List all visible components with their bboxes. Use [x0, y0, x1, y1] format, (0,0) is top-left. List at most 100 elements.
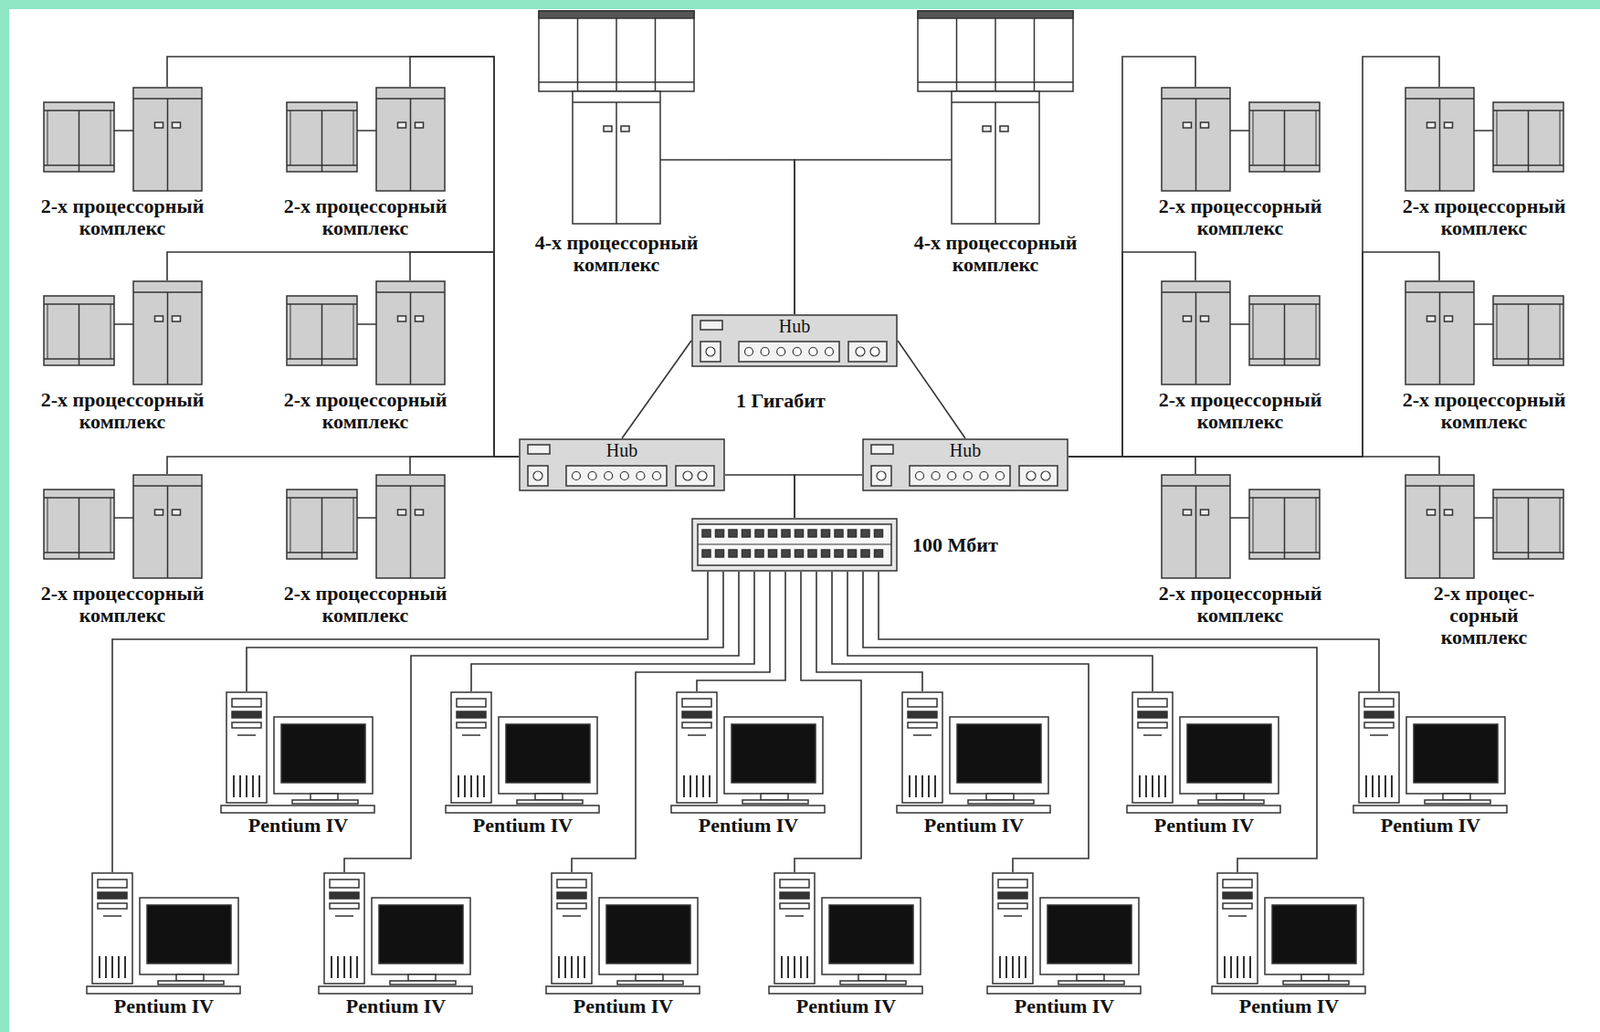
node-label: Pentium IV	[1351, 814, 1510, 837]
network-link	[794, 474, 863, 518]
server-icon	[1404, 280, 1565, 386]
server-complex: 2-х процессорный комплекс	[8, 86, 237, 240]
node-label: 2-х процессорный комплекс	[24, 582, 222, 627]
network-link	[1068, 456, 1440, 474]
network-link	[621, 340, 692, 439]
network-link	[112, 571, 708, 873]
pc-icon	[443, 691, 602, 815]
network-link	[897, 340, 966, 439]
node-label: 2-х процессорный комплекс	[1142, 389, 1339, 433]
workstation: Pentium IV	[985, 872, 1144, 1018]
server-icon	[1160, 473, 1321, 579]
network-link	[410, 456, 519, 474]
server-icon	[285, 473, 446, 579]
server-icon	[1160, 280, 1321, 386]
node-label: 2-х процессорный комплекс	[267, 389, 464, 433]
workstation: Pentium IV	[669, 691, 828, 837]
server-icon	[42, 473, 203, 579]
pc-icon	[894, 691, 1053, 815]
node-label: Pentium IV	[1125, 814, 1284, 837]
workstation: Pentium IV	[1210, 872, 1369, 1018]
workstation: Pentium IV	[219, 691, 378, 837]
server-complex: 2-х процессорный комплекс	[251, 473, 480, 627]
node-label: Hub	[518, 438, 726, 460]
server-complex: 2-х процессорный комплекс	[1126, 473, 1355, 627]
server-complex: 2-х процессорный комплекс	[251, 86, 480, 240]
server-complex: 2-х процессорный комплекс	[1369, 86, 1599, 240]
node-label: Pentium IV	[316, 995, 475, 1018]
workstation: Pentium IV	[1125, 691, 1284, 837]
workstation: Pentium IV	[767, 872, 926, 1018]
network-link	[246, 571, 724, 692]
pc-icon	[985, 872, 1144, 996]
node-label: 2-х процессорный комплекс	[1142, 582, 1339, 627]
network-link	[1068, 456, 1196, 474]
node-label: 100 Мбит	[912, 517, 999, 572]
node-label: Hub	[862, 438, 1069, 460]
pc-icon	[219, 691, 378, 815]
server-complex: 2-х процессорный комплекс	[1126, 280, 1355, 433]
network-link	[831, 571, 1089, 873]
pc-icon	[544, 872, 703, 996]
link-speed-label: 1 Гигабит	[733, 389, 829, 412]
node-label: 2-х процессорный комплекс	[267, 582, 464, 627]
pc-icon	[1210, 872, 1369, 996]
server-complex: 2-х процессорный комплекс	[8, 280, 237, 433]
node-label: Pentium IV	[443, 814, 602, 837]
node-label: 2-х процессорный комплекс	[1386, 389, 1583, 433]
pc-icon	[1351, 691, 1510, 815]
network-link	[794, 159, 886, 315]
server-icon	[1404, 473, 1565, 579]
node-label: 2-х процессорный комплекс	[24, 389, 222, 433]
server-icon	[285, 280, 446, 386]
workstation: Pentium IV	[84, 872, 243, 1018]
node-label: Pentium IV	[669, 814, 828, 837]
workstation: Pentium IV	[1351, 691, 1510, 837]
node-label: 2-х процессорный комплекс	[24, 195, 222, 240]
network-link	[1068, 56, 1440, 457]
network-link	[167, 252, 519, 457]
server-icon	[285, 86, 446, 192]
workstation: Pentium IV	[894, 691, 1053, 837]
server-complex: 2-х процессорный комплекс	[1126, 86, 1355, 240]
node-label: Pentium IV	[894, 814, 1053, 837]
switch-panel	[691, 517, 898, 572]
node-label: 2-х процес- сорный комплекс	[1420, 582, 1548, 650]
network-link	[878, 571, 1379, 692]
node-label: 2-х процессорный комплекс	[1142, 195, 1339, 240]
server-complex: 4-х процессорный комплекс	[885, 9, 1106, 276]
hub-box: Hub	[518, 438, 726, 492]
node-label: 2-х процессорный комплекс	[1386, 195, 1583, 240]
pc-icon	[669, 691, 828, 815]
server-complex: 2-х процес- сорный комплекс	[1369, 473, 1599, 650]
pc-icon	[316, 872, 475, 996]
network-link	[726, 159, 795, 315]
workstation: Pentium IV	[443, 691, 602, 837]
hub-box: Hub	[691, 314, 898, 368]
server-icon	[1160, 86, 1321, 192]
server-complex: 4-х процессорный комплекс	[506, 9, 727, 276]
network-link	[1068, 252, 1440, 457]
network-link	[696, 571, 786, 692]
node-label: 4-х процессорный комплекс	[897, 231, 1095, 276]
node-label: Pentium IV	[84, 995, 243, 1018]
network-link	[167, 456, 519, 474]
workstation: Pentium IV	[316, 872, 475, 1018]
node-label: Pentium IV	[985, 995, 1144, 1018]
server-complex: 2-х процессорный комплекс	[251, 280, 480, 433]
switch-box: 100 Мбит	[691, 517, 1039, 572]
node-label: Pentium IV	[767, 995, 926, 1018]
server-icon	[1404, 86, 1565, 192]
pc-icon	[767, 872, 926, 996]
server-complex: 2-х процессорный комплекс	[1369, 280, 1599, 433]
server-complex: 2-х процессорный комплекс	[8, 473, 237, 627]
hub-box: Hub	[862, 438, 1069, 492]
network-link	[847, 571, 1153, 692]
server-icon	[42, 280, 203, 386]
node-label: Hub	[691, 314, 898, 336]
node-label: Pentium IV	[1210, 995, 1369, 1018]
network-link	[725, 474, 795, 518]
pc-icon	[84, 872, 243, 996]
node-label: Pentium IV	[544, 995, 703, 1018]
